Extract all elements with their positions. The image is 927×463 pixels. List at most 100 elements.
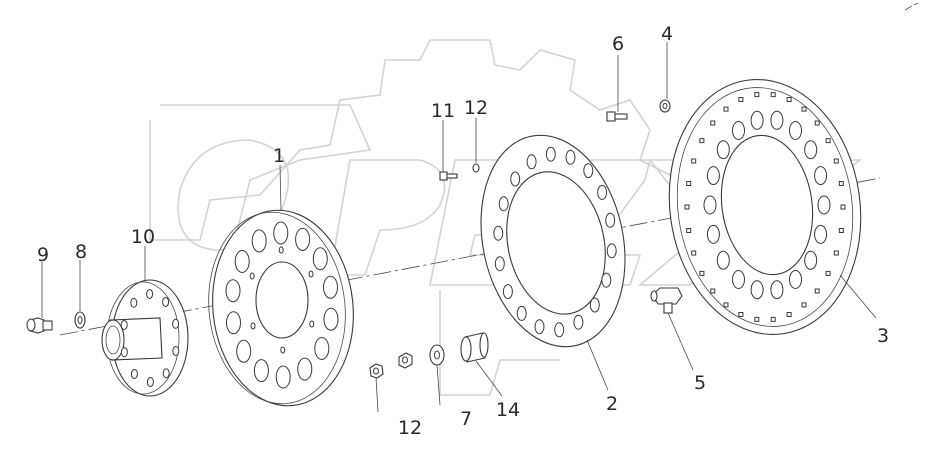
ring-plate-hole <box>498 196 509 212</box>
callout-12-upper: 12 <box>464 97 488 119</box>
ring-bolt-hole <box>770 316 776 322</box>
ring-plate-hole <box>494 256 505 272</box>
ring-large-hole <box>732 270 745 289</box>
disc-hole <box>234 250 250 273</box>
disc-hole <box>314 337 330 360</box>
ring-large-hole <box>789 121 802 140</box>
callout-5: 5 <box>694 372 706 394</box>
disc-hole <box>273 221 289 245</box>
ring-plate-hole <box>565 149 576 165</box>
ring-bolt-hole <box>814 120 820 126</box>
ring-bolt-hole <box>814 288 820 294</box>
part-12-nut-lower <box>369 363 384 379</box>
ring-large-hole <box>706 166 720 186</box>
part-9-bolt <box>26 317 53 334</box>
part-2-ring-plate <box>480 134 626 348</box>
ring-large-hole <box>770 110 784 130</box>
ring-bolt-hole <box>838 228 844 233</box>
ring-plate-hole <box>554 322 565 338</box>
hub-bolt-hole <box>162 368 170 379</box>
part-8-washer <box>74 311 86 329</box>
disc-hole <box>297 357 313 381</box>
disc-hole <box>236 339 252 363</box>
ring-large-hole <box>814 166 828 186</box>
hub-bolt-hole <box>120 347 128 358</box>
ring-bolt-hole <box>710 288 716 294</box>
hub-bolt-hole <box>146 289 154 299</box>
ring-plate-hole <box>510 171 521 187</box>
callout-6: 6 <box>612 33 624 55</box>
ring-bolt-hole <box>738 312 744 317</box>
ring-bolt-hole <box>738 97 744 102</box>
ring-plate-hole <box>601 272 612 288</box>
disc-hole <box>312 247 328 271</box>
part-1-perforated-disc <box>208 209 354 407</box>
ring-plate-hole <box>605 212 616 228</box>
disc-hole <box>225 279 241 303</box>
ring-large-hole <box>814 224 828 244</box>
disc-small-hole <box>309 320 315 328</box>
ring-plate-hole <box>589 297 600 313</box>
callout-4: 4 <box>661 23 673 45</box>
ring-plate-hole <box>597 184 608 200</box>
ring-large-hole <box>732 121 745 140</box>
disc-hole <box>323 275 338 299</box>
ring-bolt-hole <box>825 138 831 144</box>
callout-7: 7 <box>460 408 472 430</box>
ring-bolt-hole <box>840 204 846 210</box>
disc-small-hole <box>250 322 256 330</box>
disc-small-hole <box>308 270 314 278</box>
hub-bolt-hole <box>130 369 138 379</box>
ring-bolt-hole <box>723 106 729 112</box>
center-axis-line <box>59 177 881 336</box>
ring-bolt-hole <box>686 181 692 186</box>
ring-bolt-hole <box>691 250 697 256</box>
ring-plate-hole <box>526 154 537 170</box>
disc-small-hole <box>249 272 255 280</box>
part-4-washer <box>659 99 671 113</box>
hub-bolt-hole <box>172 346 180 356</box>
ring-bolt-hole <box>691 158 697 164</box>
ring-bolt-hole <box>833 158 839 164</box>
part-6-bolt <box>606 111 628 122</box>
callout-14: 14 <box>496 399 520 421</box>
disc-hole <box>275 365 291 389</box>
corner-mark <box>904 2 919 11</box>
disc-hole <box>323 307 339 331</box>
ring-bolt-hole <box>801 106 807 112</box>
ring-large-hole <box>817 195 831 215</box>
ring-plate-hole <box>606 243 617 259</box>
ring-bolt-hole <box>699 138 705 144</box>
ring-bolt-hole <box>754 92 760 98</box>
ring-bolt-hole <box>754 316 760 322</box>
disc-hole <box>253 359 269 383</box>
disc-small-hole <box>280 346 286 354</box>
part-11-bolt <box>439 171 458 181</box>
part-10-hub-flange <box>101 279 189 397</box>
ring-plate-hole <box>534 319 545 335</box>
hub-bolt-hole <box>172 318 180 329</box>
ring-bolt-hole <box>710 120 716 126</box>
hub-bolt-hole <box>162 297 170 307</box>
ring-large-hole <box>703 195 717 215</box>
callout-10: 10 <box>131 226 155 248</box>
ring-bolt-hole <box>723 302 729 308</box>
part-12-nut-middle <box>398 352 413 369</box>
ring-plate-hole <box>583 163 594 179</box>
part-5-fitting <box>650 287 683 314</box>
ring-bolt-hole <box>786 97 792 102</box>
disc-hole <box>295 227 311 251</box>
ring-plate-hole <box>545 146 556 162</box>
ring-plate-hole <box>493 225 504 241</box>
callout-9: 9 <box>37 244 49 266</box>
ring-bolt-hole <box>699 270 705 276</box>
callout-1: 1 <box>273 145 285 167</box>
ring-plate-hole <box>573 314 584 330</box>
ring-large-hole <box>750 110 764 130</box>
callout-2: 2 <box>606 393 618 415</box>
part-14-bushing <box>460 332 489 363</box>
callout-3: 3 <box>877 325 889 347</box>
ring-bolt-hole <box>684 204 690 210</box>
disc-small-hole <box>278 246 284 254</box>
